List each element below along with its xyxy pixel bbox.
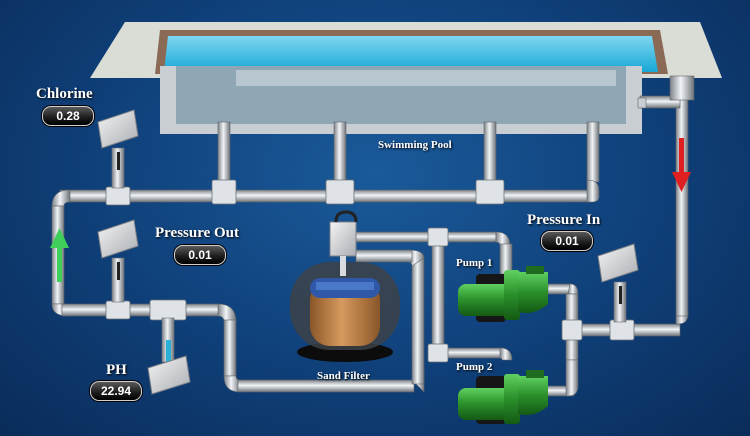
pressure-in-label: Pressure In: [527, 212, 601, 228]
swimming-pool: [90, 22, 722, 134]
pipe-fittings: [105, 179, 635, 363]
chlorine-label: Chlorine: [36, 86, 93, 102]
red-down-arrow-icon: [672, 138, 691, 192]
piping: [51, 75, 695, 397]
pump-2-label: Pump 2: [456, 361, 493, 373]
sand-filter[interactable]: [290, 210, 400, 362]
pressure-in-sensor[interactable]: [597, 243, 639, 323]
pressure-out-label: Pressure Out: [155, 225, 240, 241]
ph-sensor[interactable]: [147, 317, 191, 395]
pressure-out-reading: 0.01: [174, 245, 226, 265]
pressure-out-sensor[interactable]: [97, 219, 139, 303]
pressure-in-reading: 0.01: [541, 231, 593, 251]
swimming-pool-label: Swimming Pool: [378, 139, 452, 151]
ph-reading: 22.94: [90, 381, 142, 401]
chlorine-reading: 0.28: [42, 106, 94, 126]
pump-1-label: Pump 1: [456, 257, 493, 269]
chlorine-sensor[interactable]: [97, 109, 139, 189]
pump-2[interactable]: [458, 370, 548, 424]
ph-label: PH: [106, 362, 127, 378]
pump-1[interactable]: [458, 266, 548, 322]
green-up-arrow-icon: [50, 228, 69, 282]
sand-filter-label: Sand Filter: [317, 370, 370, 382]
